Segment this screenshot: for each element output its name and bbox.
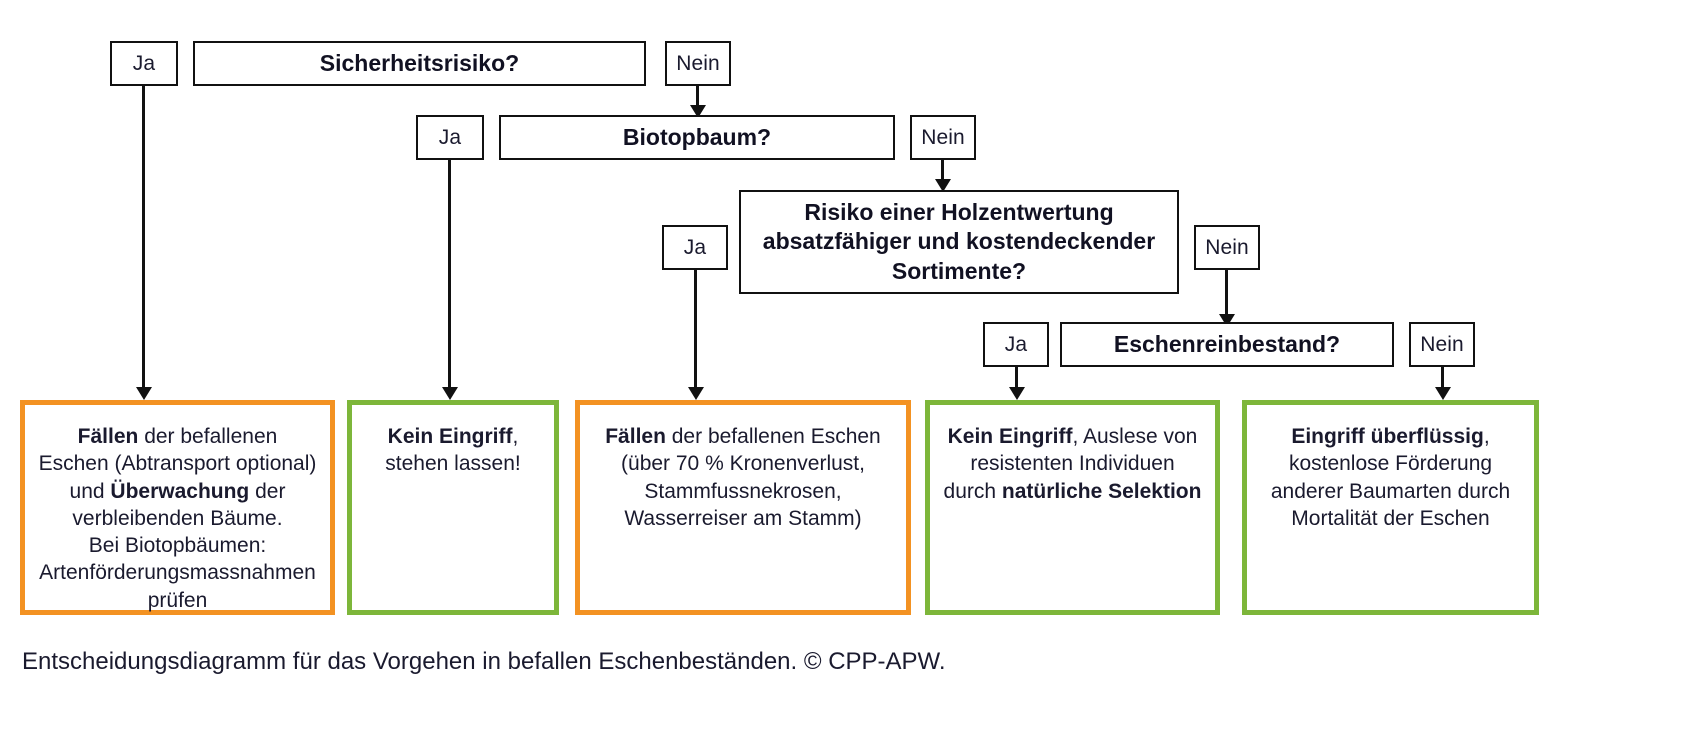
result-text-3: Fällen der befallenen Eschen(über 70 % K…	[605, 425, 881, 530]
arrowhead-yes-4	[1009, 387, 1025, 400]
chip-no-sicherheitsrisiko[interactable]: Nein	[665, 41, 731, 86]
question-box-eschenreinbestand[interactable]: Eschenreinbestand?	[1060, 322, 1394, 367]
question-box-sicherheitsrisiko[interactable]: Sicherheitsrisiko?	[193, 41, 646, 86]
arrowhead-yes-3	[688, 387, 704, 400]
chip-no-holzentwertung[interactable]: Nein	[1194, 225, 1260, 270]
chip-no-eschenreinbestand[interactable]: Nein	[1409, 322, 1475, 367]
diagram-caption: Entscheidungsdiagramm für das Vorgehen i…	[22, 648, 946, 675]
result-box-5[interactable]: Eingriff überflüssig,kostenlose Förderun…	[1242, 400, 1539, 615]
connector-yes-4	[1015, 367, 1018, 393]
arrowhead-yes-1	[136, 387, 152, 400]
chip-yes-sicherheitsrisiko[interactable]: Ja	[110, 41, 178, 86]
connector-no-4	[1441, 367, 1444, 393]
chip-yes-eschenreinbestand[interactable]: Ja	[983, 322, 1049, 367]
connector-yes-2	[448, 160, 451, 393]
connector-no-2	[941, 160, 944, 185]
question-box-biotopbaum[interactable]: Biotopbaum?	[499, 115, 895, 160]
result-box-2[interactable]: Kein Eingriff,stehen lassen!	[347, 400, 559, 615]
connector-no-1	[696, 86, 699, 111]
connector-yes-1	[142, 86, 145, 393]
chip-yes-biotopbaum[interactable]: Ja	[416, 115, 484, 160]
arrowhead-no-2	[935, 179, 951, 192]
result-box-3[interactable]: Fällen der befallenen Eschen(über 70 % K…	[575, 400, 911, 615]
chip-yes-holzentwertung[interactable]: Ja	[662, 225, 728, 270]
chip-no-biotopbaum[interactable]: Nein	[910, 115, 976, 160]
connector-no-3	[1225, 270, 1228, 320]
result-text-2: Kein Eingriff,stehen lassen!	[385, 425, 521, 476]
arrowhead-no-4	[1435, 387, 1451, 400]
arrowhead-yes-2	[442, 387, 458, 400]
arrowhead-no-1	[690, 105, 706, 118]
result-text-5: Eingriff überflüssig,kostenlose Förderun…	[1270, 425, 1511, 530]
connector-yes-3	[694, 270, 697, 393]
